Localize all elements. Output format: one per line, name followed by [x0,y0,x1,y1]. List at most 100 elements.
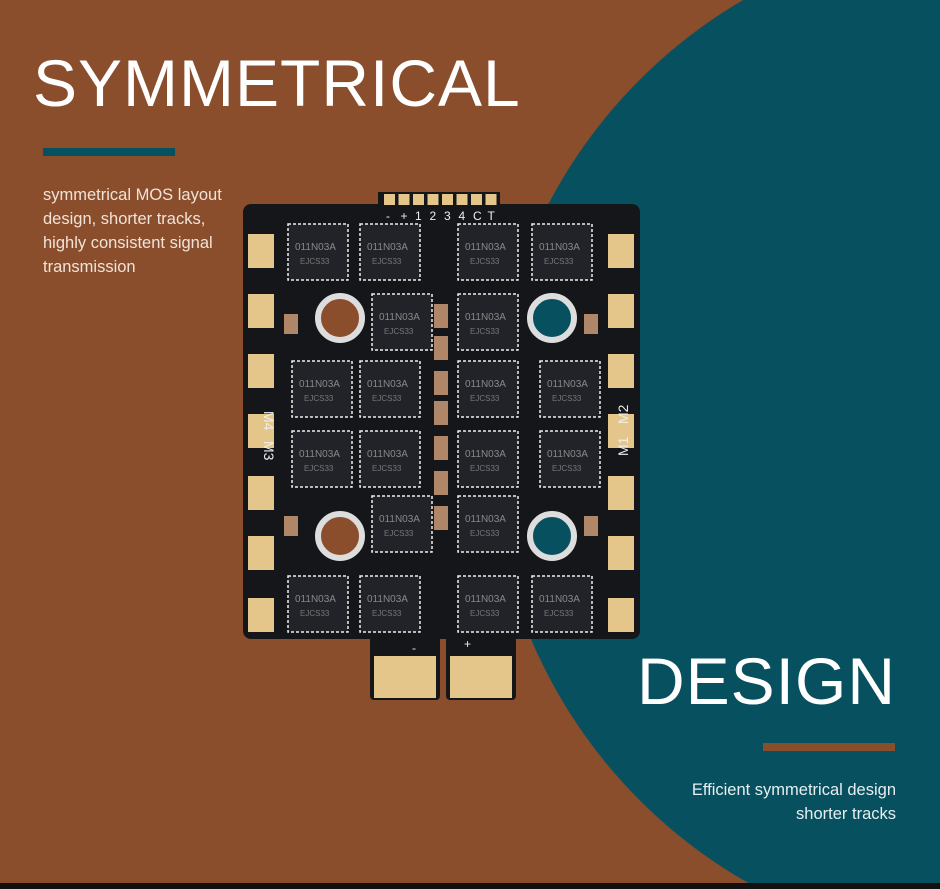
mosfet-chip [371,495,433,553]
chip-marking: 011N03A [547,379,588,390]
capacitor [434,336,448,360]
chip-code: EJCS33 [470,394,500,403]
mosfet-chip [457,430,519,488]
chip-code: EJCS33 [372,257,402,266]
motor-pad-right [608,354,634,388]
description-bottom-line: Efficient symmetrical design [691,781,896,799]
chip-marking: 011N03A [465,242,506,253]
mosfet-chip [531,223,593,281]
description-bottom: Efficient symmetrical design shorter tra… [596,778,896,826]
power-pad-negative [374,656,436,698]
motor-pad-right [608,598,634,632]
chip-code: EJCS33 [304,464,334,473]
accent-bar-top [43,148,175,156]
motor-pad-left [248,414,274,448]
signal-pad [427,194,439,205]
capacitor [584,516,598,536]
motor-label-m4: M4 [261,411,277,431]
mosfet-chip [287,223,349,281]
chip-code: EJCS33 [470,464,500,473]
heading-symmetrical: SYMMETRICAL [33,46,521,120]
motor-pad-right [608,476,634,510]
mosfet-chip [287,575,349,633]
motor-pad-right [608,234,634,268]
chip-marking: 011N03A [539,594,580,605]
motor-pad-right [608,294,634,328]
signal-pad-label: 4 [459,209,466,223]
chip-marking: 011N03A [547,449,588,460]
power-label-negative: - [412,641,416,655]
chip-code: EJCS33 [470,609,500,618]
signal-pad [456,194,468,205]
mosfet-chip [359,223,421,281]
motor-pad-left [248,476,274,510]
capacitor [434,506,448,530]
signal-pad-label: C [473,209,482,223]
mounting-hole [315,511,365,561]
capacitor [434,436,448,460]
power-label-positive: + [464,637,471,651]
motor-pad-left [248,598,274,632]
motor-pad-left [248,294,274,328]
chip-marking: 011N03A [367,594,408,605]
capacitor [284,516,298,536]
motor-label-m2: M2 [615,404,631,424]
mosfet-chip [359,360,421,418]
signal-pad-label: + [401,209,408,223]
mosfet-chip [539,360,601,418]
motor-pad-right [608,536,634,570]
mosfet-chip [291,430,353,488]
chip-marking: 011N03A [379,514,420,525]
capacitor [434,304,448,328]
capacitor [584,314,598,334]
chip-code: EJCS33 [372,609,402,618]
chip-marking: 011N03A [379,312,420,323]
chip-code: EJCS33 [372,394,402,403]
chip-marking: 011N03A [465,594,506,605]
chip-marking: 011N03A [465,449,506,460]
mosfet-chip [457,495,519,553]
chip-marking: 011N03A [539,242,580,253]
power-pad-positive [450,656,512,698]
chip-code: EJCS33 [552,394,582,403]
motor-pad-right [608,414,634,448]
chip-code: EJCS33 [544,609,574,618]
motor-pad-left [248,234,274,268]
chip-code: EJCS33 [372,464,402,473]
chip-code: EJCS33 [470,257,500,266]
chip-code: EJCS33 [552,464,582,473]
signal-pad [384,194,395,205]
capacitor [434,401,448,425]
motor-label-m1: M1 [615,436,631,456]
mosfet-chip [371,293,433,351]
signal-pad-label: - [386,209,390,223]
chip-marking: 011N03A [367,379,408,390]
motor-pad-left [248,354,274,388]
mosfet-chip [359,430,421,488]
mounting-hole [527,511,577,561]
mosfet-chips: 011N03A EJCS33 011N03A EJCS33 011N03A EJCS33 0… [287,223,601,633]
motor-pad-left [248,536,274,570]
mosfet-chip [457,360,519,418]
signal-pad [413,194,424,205]
chip-marking: 011N03A [465,379,506,390]
chip-marking: 011N03A [299,379,340,390]
chip-code: EJCS33 [384,327,414,336]
signal-pad [442,194,453,205]
mounting-hole [527,293,577,343]
chip-code: EJCS33 [300,609,330,618]
chip-code: EJCS33 [300,257,330,266]
mosfet-chip [457,223,519,281]
mosfet-chip [359,575,421,633]
chip-marking: 011N03A [367,449,408,460]
capacitor [284,314,298,334]
chip-code: EJCS33 [304,394,334,403]
capacitors [284,304,598,536]
signal-pad-label: 1 [415,209,422,223]
chip-marking: 011N03A [295,242,336,253]
bottom-strip [0,883,940,889]
mosfet-chip [539,430,601,488]
signal-pad [398,194,410,205]
chip-code: EJCS33 [470,327,500,336]
